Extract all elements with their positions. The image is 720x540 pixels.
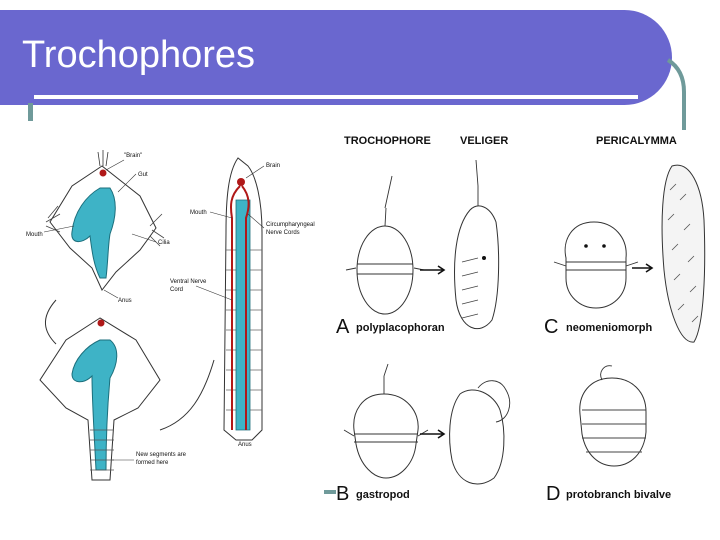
label-brain: Brain: [266, 163, 280, 169]
panel-c-eye-left: [584, 244, 588, 248]
title-accent-connector: [666, 58, 686, 130]
title-bar: [0, 10, 672, 105]
label-ventral-nerve: Ventral Nerve: [170, 279, 207, 285]
label-formed-here: formed here: [136, 460, 169, 466]
panel-b-letter: B: [336, 483, 349, 505]
panel-b-veliger: [449, 389, 505, 485]
title-accent-tick: [28, 103, 33, 121]
panel-b-apical-tuft: [383, 363, 389, 394]
label-anus-bottom: Anus: [238, 442, 252, 448]
apical-tuft: [97, 150, 109, 167]
label-brain-quoted: "Brain": [124, 153, 142, 159]
panel-c-adult-spicules: [661, 164, 706, 343]
panel-d-pericalymma: [579, 377, 647, 467]
upper-larva-brain: [99, 169, 107, 177]
label-mouth: Mouth: [190, 210, 207, 216]
title-underline: [34, 95, 638, 99]
upper-larva-cilia-band: [45, 205, 165, 247]
panel-c-letter: C: [544, 316, 558, 338]
panel-d-letter: D: [546, 483, 560, 505]
panel-b-velum: [477, 380, 510, 423]
lower-larva-segments: [90, 429, 114, 471]
lower-larva-brain: [97, 319, 105, 327]
left-figure-leader-lines: [43, 159, 265, 461]
upper-larva-gut: [71, 187, 116, 279]
panel-a-eye: [482, 256, 486, 260]
panel-a-prototroch: [345, 263, 425, 275]
panel-d-apical: [600, 365, 613, 381]
label-mouth-left: Mouth: [26, 232, 43, 238]
label-gut: Gut: [138, 172, 148, 178]
slide-title: Trochophores: [22, 34, 256, 76]
panel-c-caption: neomeniomorph: [566, 322, 652, 334]
panel-b-trochophore: [353, 393, 419, 479]
panel-a-veliger-plates: [461, 257, 479, 319]
worm-brain: [237, 178, 245, 186]
lower-larva-gut: [71, 339, 118, 471]
panel-c-pericalymma: [564, 221, 627, 309]
panel-a-letter: A: [336, 316, 350, 338]
header-pericalymma: PERICALYMMA: [596, 135, 677, 147]
label-nerve-cords: Nerve Cords: [266, 230, 300, 236]
panel-b-arrow: [420, 429, 446, 439]
annelid-trochophore-diagram: "Brain" Gut Mouth Cilia Anus Brain Mouth…: [26, 150, 315, 481]
panel-d-caption: protobranch bivalve: [566, 489, 671, 501]
header-veliger: VELIGER: [460, 135, 508, 147]
panel-a-trochophore: [356, 225, 414, 315]
label-new-segments: New segments are: [136, 452, 187, 458]
worm-outline: [223, 157, 263, 441]
label-anus-top: Anus: [118, 298, 132, 304]
panel-d-test-rows: [582, 409, 646, 453]
mollusc-larvae-diagram: TROCHOPHORE VELIGER PERICALYMMA A polypl…: [324, 135, 706, 505]
label-circumpharyngeal: Circumpharyngeal: [266, 222, 315, 228]
panel-c-prototroch: [553, 261, 639, 271]
panel-c-eye-right: [602, 244, 606, 248]
panel-c-spicule-texture: [667, 183, 699, 323]
panel-b-prototroch: [343, 429, 429, 443]
worm-gut: [235, 199, 251, 431]
panel-c-arrow: [632, 263, 654, 273]
label-cord: Cord: [170, 287, 183, 293]
stage-arrow-right: [159, 359, 215, 431]
lower-larva-outline: [39, 317, 161, 481]
stage-arrow-down: [45, 299, 57, 345]
panel-b-caption: gastropod: [356, 489, 410, 501]
panel-a-veliger: [454, 205, 500, 330]
panel-a-arrow: [420, 265, 446, 275]
header-trochophore: TROCHOPHORE: [344, 135, 431, 147]
upper-larva-outline: [49, 165, 157, 291]
label-cilia: Cilia: [158, 240, 170, 246]
panel-a-caption: polyplacophoran: [356, 322, 445, 334]
panel-a-apical-tuft: [384, 175, 393, 227]
panel-a-veliger-tuft: [475, 159, 479, 206]
